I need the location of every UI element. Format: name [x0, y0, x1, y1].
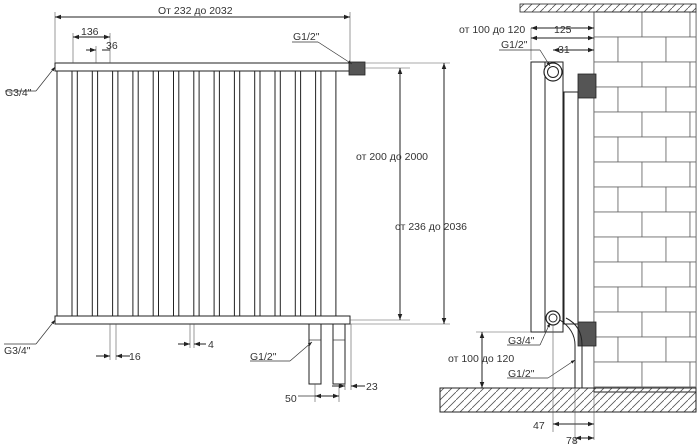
bottom-offset-2-label: 78 — [566, 435, 578, 447]
brick — [593, 111, 643, 138]
brick — [617, 286, 667, 313]
brick — [641, 361, 691, 388]
top-header — [54, 62, 351, 72]
radiator-column — [158, 70, 174, 317]
brick-pattern — [593, 11, 697, 389]
brick — [665, 336, 697, 363]
brick — [593, 61, 643, 88]
side-bottom-big-connection-label: G3/4" — [508, 335, 535, 347]
brick — [689, 111, 697, 138]
pipe-spacing-label: 50 — [285, 393, 297, 405]
radiator-column — [178, 70, 195, 317]
brick — [593, 11, 643, 38]
side-view: от 100 до 120 125 G1/2" 31 G3/4" от 100 … — [439, 3, 697, 447]
radiator-column — [259, 70, 276, 317]
pipe-offset-label: 23 — [366, 381, 378, 393]
side-bottom-small-connection-label: G1/2" — [508, 368, 535, 380]
radiator-column — [320, 70, 337, 317]
axis-height-label: от 200 до 2000 — [356, 151, 428, 163]
radiator-column — [218, 70, 235, 317]
brick — [593, 186, 619, 213]
brick — [689, 61, 697, 88]
brick — [617, 36, 667, 63]
brick — [665, 86, 697, 113]
brick — [617, 86, 667, 113]
brick — [689, 311, 697, 338]
brick — [665, 136, 697, 163]
side-top-connection-label: G1/2" — [501, 39, 528, 51]
brick — [689, 11, 697, 38]
radiator-column — [300, 70, 317, 317]
radiator-column — [137, 70, 154, 317]
brick — [641, 311, 691, 338]
radiator-column — [56, 70, 73, 317]
column-width-label: 36 — [106, 40, 118, 52]
brick — [641, 61, 691, 88]
top-left-connection-label: G3/4" — [5, 87, 32, 99]
brick — [617, 186, 667, 213]
brick — [617, 136, 667, 163]
brick — [665, 186, 697, 213]
top-connection-label: G1/2" — [293, 31, 320, 43]
brick — [689, 261, 697, 288]
total-height-label: от 236 до 2036 — [395, 221, 467, 233]
brick — [689, 161, 697, 188]
brick — [593, 236, 619, 263]
radiator-column — [76, 70, 93, 317]
brick — [665, 236, 697, 263]
section-pitch-label: 136 — [81, 26, 99, 38]
ceiling-hatch — [519, 3, 697, 13]
column-gap-label: 16 — [129, 351, 141, 363]
brick — [593, 36, 619, 63]
top-offset-label: 31 — [558, 44, 570, 56]
brick — [617, 336, 667, 363]
top-plug — [348, 61, 366, 76]
small-gap-label: 4 — [208, 339, 214, 351]
front-view: От 232 до 2032 136 36 G1/2" G3/4" G3/4" … — [4, 5, 467, 405]
brick — [689, 361, 697, 388]
bottom-offset-1-label: 47 — [533, 420, 545, 432]
floor-distance-label: от 100 до 120 — [448, 353, 514, 365]
radiator-columns — [56, 70, 337, 317]
brick — [641, 111, 691, 138]
right-pipe — [332, 323, 346, 385]
depth-label: 125 — [554, 24, 572, 36]
bottom-wall-bracket — [577, 321, 597, 347]
brick — [641, 11, 691, 38]
brick — [593, 336, 619, 363]
brick — [641, 161, 691, 188]
brick — [689, 211, 697, 238]
brick — [593, 261, 643, 288]
bottom-connection-label: G1/2" — [250, 351, 277, 363]
bottom-left-connection-label: G3/4" — [4, 345, 31, 357]
bottom-header — [54, 315, 351, 325]
radiator-side-front — [530, 61, 546, 333]
brick — [593, 136, 619, 163]
floor-hatch — [439, 387, 697, 413]
radiator-column — [117, 70, 134, 317]
radiator-side-mount — [563, 91, 579, 325]
radiator-column — [279, 70, 296, 317]
brick — [617, 236, 667, 263]
brick — [641, 211, 691, 238]
left-pipe — [308, 323, 322, 385]
radiator-side-back — [544, 61, 564, 333]
brick — [593, 286, 619, 313]
brick — [593, 311, 643, 338]
radiator-column — [97, 70, 114, 317]
brick — [665, 36, 697, 63]
wall-distance-label: от 100 до 120 — [459, 24, 525, 36]
brick — [593, 361, 643, 388]
top-wall-bracket — [577, 73, 597, 99]
brick — [665, 286, 697, 313]
overall-width-label: От 232 до 2032 — [158, 5, 233, 17]
radiator-column — [198, 70, 215, 317]
brick — [641, 261, 691, 288]
brick — [593, 211, 643, 238]
brick — [593, 161, 643, 188]
radiator-column — [239, 70, 256, 317]
brick — [593, 86, 619, 113]
